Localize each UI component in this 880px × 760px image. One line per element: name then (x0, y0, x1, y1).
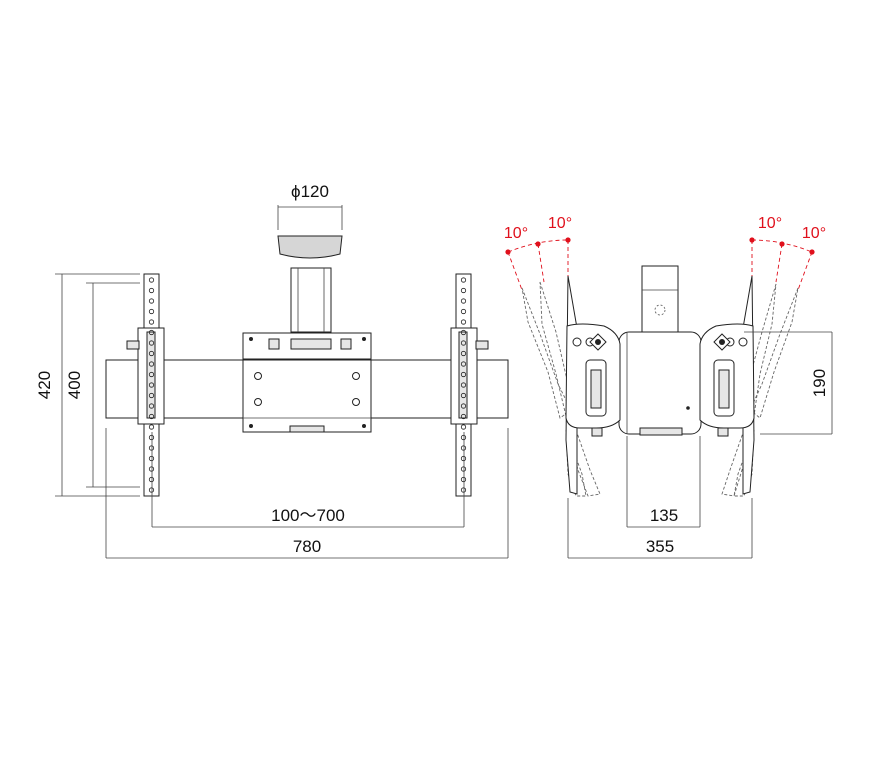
rail-hole (460, 287, 467, 294)
total-width-dimension-lines (105, 428, 509, 559)
rail-hole (148, 466, 155, 472)
rail-hole (460, 382, 467, 388)
body-width-label: 135 (650, 506, 678, 525)
rail-hole (460, 403, 467, 409)
rail-hole (148, 487, 155, 493)
left-vertical-rail (126, 273, 165, 497)
rail-hole (460, 487, 467, 493)
rail-span-dimension-lines (151, 432, 465, 528)
front-view: ϕ120 (35, 182, 509, 559)
rail-span-label: 100〜700 (271, 506, 345, 525)
rail-hole (148, 424, 155, 430)
tilt-right-outer-label: 10° (802, 225, 826, 242)
rail-hole (148, 350, 155, 357)
rail-hole (460, 361, 467, 367)
height-dimension-lines (55, 273, 140, 497)
rail-hole (460, 445, 467, 451)
rail-hole (148, 329, 155, 336)
rail-hole (148, 455, 155, 462)
rail-hole (460, 277, 467, 283)
height-400-label: 400 (65, 371, 84, 399)
rail-hole (148, 371, 155, 378)
tilt-left-inner-label: 10° (548, 215, 572, 232)
rail-hole (460, 476, 467, 483)
rail-hole (148, 445, 155, 451)
total-depth-label: 355 (646, 537, 674, 556)
rail-hole (460, 434, 467, 441)
rail-hole (148, 413, 155, 420)
pole (290, 267, 332, 333)
rail-hole (460, 455, 467, 462)
rail-hole (148, 382, 155, 388)
horizontal-beam (105, 359, 509, 433)
rail-hole (148, 319, 155, 325)
total-width-label: 780 (293, 537, 321, 556)
right-tilt-bracket (699, 275, 799, 497)
side-body (618, 331, 702, 436)
rail-hole (460, 308, 467, 315)
rail-hole (460, 371, 467, 378)
rail-hole (148, 277, 155, 283)
right-vertical-rail (450, 273, 489, 497)
rail-hole (460, 424, 467, 430)
rail-hole (148, 298, 155, 304)
arm-depth-dimension-lines (744, 331, 833, 435)
rail-hole (148, 340, 155, 346)
side-view: 10° 10° 10° 10° 190 135 355 (504, 215, 833, 559)
ceiling-cap (277, 205, 343, 259)
left-rail-holes (148, 277, 155, 493)
rail-hole (460, 298, 467, 304)
rail-hole (148, 403, 155, 409)
rail-hole (148, 361, 155, 367)
rail-hole (460, 340, 467, 346)
right-rail-holes (460, 277, 467, 493)
mounting-plate (242, 332, 372, 360)
tilt-left-outer-label: 10° (504, 225, 528, 242)
rail-hole (148, 287, 155, 294)
body-width-dimension-lines (626, 436, 701, 528)
rail-hole (148, 476, 155, 483)
total-depth-dimension-lines (567, 498, 753, 559)
left-tilt-bracket (521, 275, 621, 497)
side-pole (641, 265, 679, 333)
rail-hole (148, 392, 155, 399)
rail-hole (460, 392, 467, 399)
rail-hole (148, 308, 155, 315)
arm-depth-label: 190 (810, 369, 829, 397)
pole-diameter-label: ϕ120 (291, 182, 329, 201)
rail-hole (148, 434, 155, 441)
tilt-angle-arcs (505, 237, 815, 291)
rail-hole (460, 329, 467, 336)
rail-hole (460, 413, 467, 420)
rail-hole (460, 350, 467, 357)
height-420-label: 420 (35, 371, 54, 399)
rail-hole (460, 319, 467, 325)
tilt-right-inner-label: 10° (758, 215, 782, 232)
rail-hole (460, 466, 467, 472)
